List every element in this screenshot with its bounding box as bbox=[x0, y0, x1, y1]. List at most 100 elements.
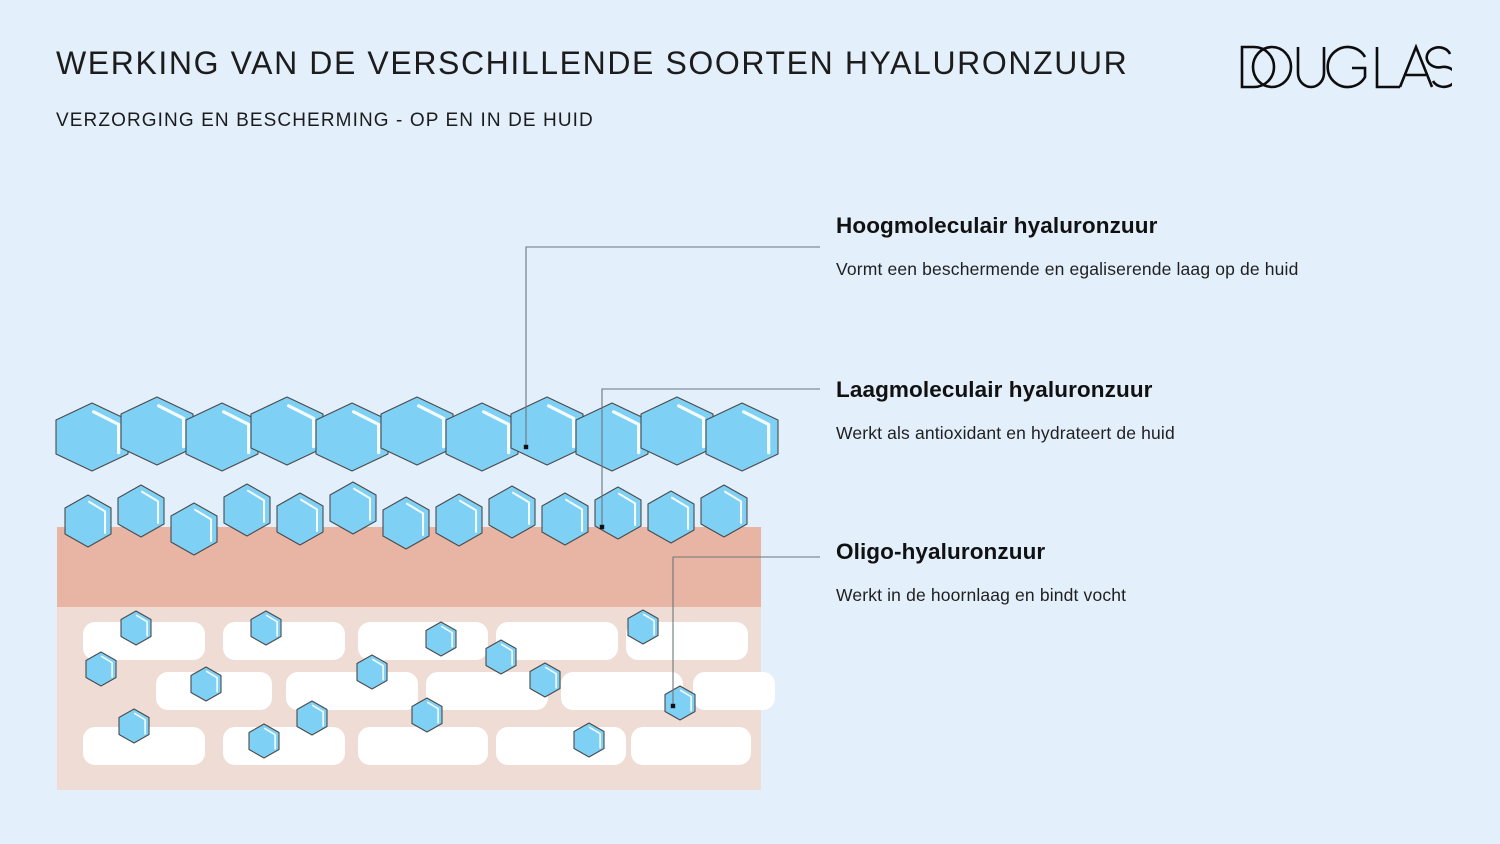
skin-cell-brick bbox=[693, 672, 775, 710]
callout-hoogmoleculair: Hoogmoleculair hyaluronzuur Vormt een be… bbox=[836, 212, 1306, 283]
hexagon-highlight bbox=[500, 643, 513, 666]
skin-cell-brick bbox=[626, 622, 748, 660]
hexagon-highlight bbox=[481, 410, 511, 455]
hexagon-body bbox=[700, 484, 748, 538]
hexagon-body bbox=[120, 396, 194, 466]
low-molecular-hexagon bbox=[117, 484, 165, 538]
hexagon-highlight bbox=[246, 489, 266, 523]
hexagon-highlight bbox=[642, 613, 655, 636]
hexagon-highlight bbox=[611, 410, 641, 455]
hexagon-body bbox=[118, 708, 150, 744]
hexagon-highlight bbox=[426, 701, 439, 724]
low-molecular-hexagon bbox=[700, 484, 748, 538]
hexagon-body bbox=[705, 402, 779, 472]
hexagon-highlight bbox=[617, 492, 637, 526]
hexagon-body bbox=[647, 490, 695, 544]
hexagon-body bbox=[529, 662, 561, 698]
callout-title: Hoogmoleculair hyaluronzuur bbox=[836, 213, 1158, 238]
hexagon-highlight bbox=[140, 490, 160, 524]
hexagon-highlight bbox=[546, 404, 576, 449]
callout-body: Vormt een beschermende en egaliserende l… bbox=[836, 259, 1299, 279]
skin-cell-brick bbox=[223, 727, 345, 765]
connector-hoogmoleculair bbox=[525, 246, 820, 447]
low-molecular-hyaluronic-molecules bbox=[64, 481, 748, 556]
hexagon-body bbox=[425, 621, 457, 657]
hexagon-body bbox=[315, 402, 389, 472]
high-molecular-hyaluronic-molecules bbox=[55, 396, 779, 472]
oligo-hexagon bbox=[529, 662, 561, 698]
high-molecular-hexagon bbox=[250, 396, 324, 466]
hexagon-highlight bbox=[676, 404, 706, 449]
callout-oligo: Oligo-hyaluronzuur Werkt in de hoornlaag… bbox=[836, 538, 1306, 609]
hexagon-highlight bbox=[458, 499, 478, 533]
hexagon-highlight bbox=[87, 500, 107, 534]
skin-cell-brick bbox=[83, 727, 205, 765]
hexagon-body bbox=[170, 502, 218, 556]
oligo-hexagon bbox=[485, 639, 517, 675]
oligo-hexagon bbox=[664, 685, 696, 721]
connector-hoogmoleculair-endpoint-dot bbox=[523, 444, 529, 450]
hexagon-highlight bbox=[193, 508, 213, 542]
hexagon-body bbox=[120, 610, 152, 646]
hexagon-highlight bbox=[670, 496, 690, 530]
hexagon-body bbox=[445, 402, 519, 472]
hexagon-body bbox=[382, 496, 430, 550]
low-molecular-hexagon bbox=[170, 502, 218, 556]
low-molecular-hexagon bbox=[382, 496, 430, 550]
skin-cell-brick bbox=[358, 622, 488, 660]
hexagon-highlight bbox=[440, 625, 453, 648]
hexagon-body bbox=[55, 402, 129, 472]
hexagon-highlight bbox=[588, 726, 601, 749]
hexagon-highlight bbox=[741, 410, 771, 455]
hexagon-body bbox=[627, 609, 659, 645]
hexagon-highlight bbox=[564, 498, 584, 532]
hexagon-body bbox=[488, 485, 536, 539]
callout-title: Laagmoleculair hyaluronzuur bbox=[836, 377, 1153, 402]
hexagon-body bbox=[640, 396, 714, 466]
callout-body: Werkt als antioxidant en hydrateert de h… bbox=[836, 423, 1175, 443]
low-molecular-hexagon bbox=[647, 490, 695, 544]
low-molecular-hexagon bbox=[435, 493, 483, 547]
connector-laagmoleculair-endpoint-dot bbox=[599, 524, 605, 530]
hexagon-highlight bbox=[205, 670, 218, 693]
hexagon-body bbox=[435, 493, 483, 547]
hexagon-body bbox=[573, 722, 605, 758]
oligo-hyaluronic-molecules bbox=[85, 609, 696, 759]
hexagon-highlight bbox=[286, 404, 316, 449]
hexagon-body bbox=[223, 483, 271, 537]
hexagon-highlight bbox=[91, 410, 121, 455]
skin-cell-brick bbox=[426, 672, 548, 710]
hexagon-body bbox=[85, 651, 117, 687]
hexagon-body bbox=[117, 484, 165, 538]
hexagon-body bbox=[276, 492, 324, 546]
high-molecular-hexagon bbox=[575, 402, 649, 472]
skin-cell-brick bbox=[156, 672, 272, 710]
callout-laagmoleculair: Laagmoleculair hyaluronzuur Werkt als an… bbox=[836, 376, 1306, 447]
low-molecular-hexagon bbox=[541, 492, 589, 546]
hexagon-body bbox=[250, 610, 282, 646]
oligo-hexagon bbox=[120, 610, 152, 646]
oligo-hexagon bbox=[248, 723, 280, 759]
page-subtitle: VERZORGING EN BESCHERMING - OP EN IN DE … bbox=[56, 110, 594, 131]
low-molecular-hexagon bbox=[329, 481, 377, 535]
skin-cell-brick bbox=[561, 672, 683, 710]
hexagon-highlight bbox=[405, 502, 425, 536]
callout-connectors bbox=[523, 246, 820, 709]
hexagon-body bbox=[575, 402, 649, 472]
hexagon-body bbox=[664, 685, 696, 721]
hexagon-body bbox=[185, 402, 259, 472]
hexagon-body bbox=[356, 654, 388, 690]
hexagon-body bbox=[380, 396, 454, 466]
low-molecular-hexagon bbox=[276, 492, 324, 546]
hexagon-highlight bbox=[544, 666, 557, 689]
callout-title: Oligo-hyaluronzuur bbox=[836, 539, 1046, 564]
high-molecular-hexagon bbox=[510, 396, 584, 466]
hexagon-body bbox=[190, 666, 222, 702]
high-molecular-hexagon bbox=[120, 396, 194, 466]
skin-cell-brick bbox=[496, 727, 626, 765]
hexagon-body bbox=[541, 492, 589, 546]
hexagon-highlight bbox=[371, 658, 384, 681]
hexagon-highlight bbox=[299, 498, 319, 532]
oligo-hexagon bbox=[411, 697, 443, 733]
hexagon-body bbox=[594, 486, 642, 540]
